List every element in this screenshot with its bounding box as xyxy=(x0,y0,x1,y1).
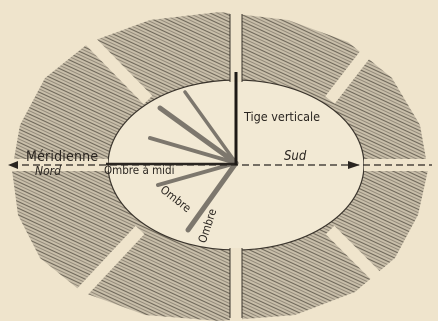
ombre-a-midi-label: Ombre à midi xyxy=(104,165,174,177)
tige-verticale-label: Tige verticale xyxy=(244,111,320,124)
meridienne-label: Méridienne xyxy=(26,150,98,164)
nord-label: Nord xyxy=(35,165,61,177)
sud-label: Sud xyxy=(284,150,306,163)
